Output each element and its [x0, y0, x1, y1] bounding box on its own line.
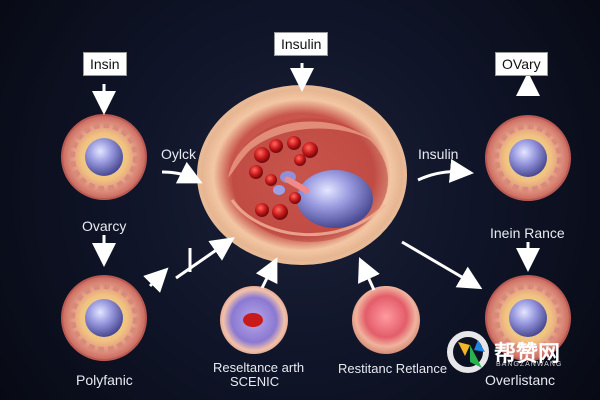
label-ovarcy: Ovarcy [82, 218, 127, 234]
arrow-up-bottom-center-right [358, 257, 380, 291]
arrow-right-right-side [417, 158, 474, 183]
label-insulin-right: Insulin [418, 146, 459, 162]
follicle-bottom-left [61, 275, 147, 361]
watermark-text: 帮赞网 [494, 342, 561, 367]
red-blood-cells [249, 136, 318, 220]
central-cell [197, 85, 407, 265]
cell-bottom-center-left [220, 286, 288, 354]
arrow-small-left [143, 267, 169, 293]
watermark-subtext: BANGZANWANG [496, 361, 563, 368]
label-inein-rance: Inein Rance [490, 225, 565, 241]
label-overlistanc: Overlistanc [485, 372, 556, 388]
arrow-up-bottom-center-left [255, 257, 278, 289]
label-insin: Insin [83, 52, 127, 76]
label-ovary: OVary [495, 52, 548, 76]
follicle-top-right [485, 115, 571, 201]
label-polyfanic: Polyfanic [76, 372, 133, 388]
follicle-top-left [61, 114, 147, 200]
watermark-logo [447, 331, 489, 373]
label-restitanc-retlance: Restitanc Retlance [338, 361, 448, 376]
label-insulin-top: Insulin [274, 32, 329, 56]
label-oylck: Oylck [161, 146, 196, 162]
central-nucleus [297, 170, 373, 228]
label-scenic: SCENIC [230, 374, 280, 389]
label-reseltance-arth: Reseltance arth [213, 360, 305, 375]
arrow-down-to-bottom-right [401, 240, 483, 290]
arrows [92, 63, 540, 293]
arrow-right-left-side [161, 161, 203, 184]
arrow-up-to-center-left [175, 237, 235, 280]
follicle-bottom-right [485, 275, 571, 361]
cell-bottom-center-right [352, 286, 420, 354]
